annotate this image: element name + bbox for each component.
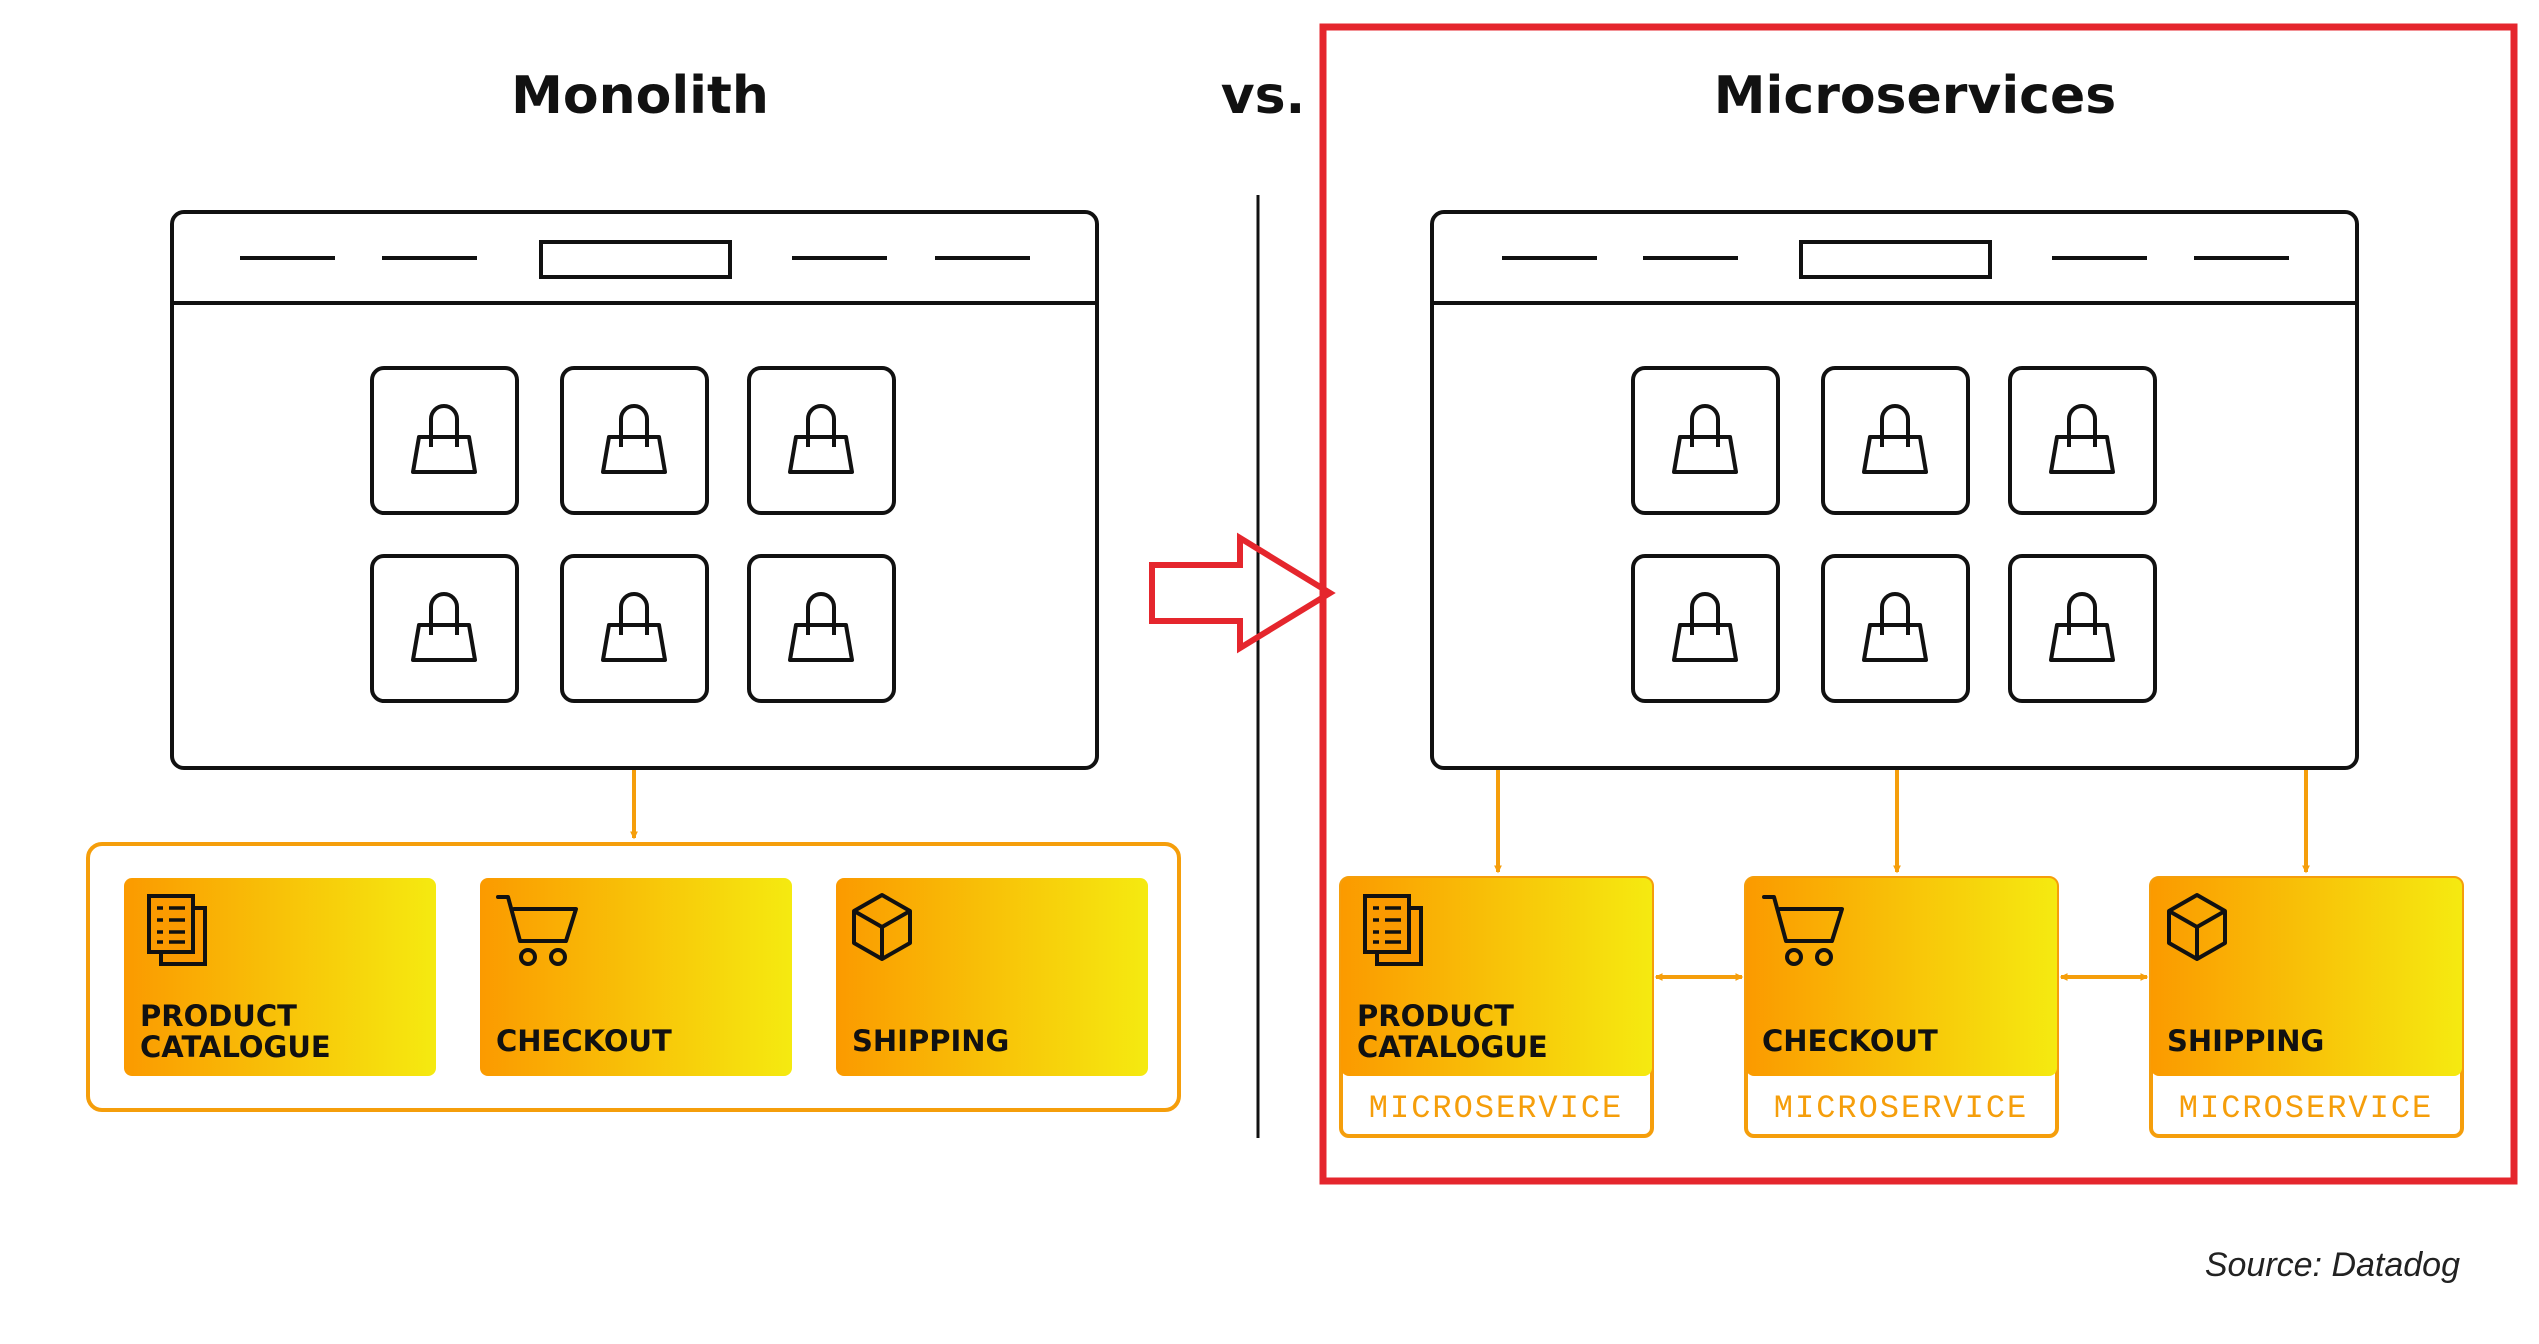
microservice-tag: MICROSERVICE	[2179, 1090, 2433, 1127]
monolith-service-checkout: CHECKOUT	[480, 878, 792, 1076]
product-tile	[2008, 554, 2157, 703]
catalogue-document-icon	[147, 894, 207, 966]
microservices-highlight-frame	[1319, 23, 2518, 1185]
product-tile	[1631, 366, 1780, 515]
monolith-product-grid	[370, 366, 896, 703]
service-label-line1: PRODUCT	[1357, 999, 1514, 1033]
service-label: SHIPPING	[2167, 1024, 2324, 1058]
microservice-checkout: CHECKOUT MICROSERVICE	[1744, 876, 2059, 1138]
product-tile	[560, 366, 709, 515]
microservice-tag: MICROSERVICE	[1774, 1090, 2028, 1127]
microservices-product-grid	[1631, 366, 2157, 703]
monolith-title: Monolith	[511, 66, 769, 126]
service-label-line2: CATALOGUE	[140, 1030, 331, 1064]
monolith-service-container	[86, 842, 1181, 1112]
product-tile	[370, 554, 519, 703]
product-tile	[747, 554, 896, 703]
service-label-line1: PRODUCT	[140, 999, 297, 1033]
microservice-tag: MICROSERVICE	[1369, 1090, 1623, 1127]
service-label: CHECKOUT	[1762, 1024, 1938, 1058]
product-tile	[2008, 366, 2157, 515]
product-tile	[1631, 554, 1780, 703]
product-tile	[747, 366, 896, 515]
product-tile	[560, 554, 709, 703]
service-label: CHECKOUT	[496, 1024, 672, 1058]
microservices-address-bar	[1799, 240, 1992, 279]
microservices-title: Microservices	[1714, 66, 2116, 126]
source-credit: Source: Datadog	[2205, 1246, 2460, 1284]
catalogue-document-icon	[1363, 894, 1423, 966]
monolith-address-bar	[539, 240, 732, 279]
product-tile	[1821, 366, 1970, 515]
microservice-shipping: SHIPPING MICROSERVICE	[2149, 876, 2464, 1138]
product-tile	[370, 366, 519, 515]
transition-arrow-icon	[1149, 532, 1336, 654]
service-label-line2: CATALOGUE	[1357, 1030, 1548, 1064]
vs-label: vs.	[1221, 66, 1306, 126]
product-tile	[1821, 554, 1970, 703]
monolith-service-product-catalogue: PRODUCT CATALOGUE	[124, 878, 436, 1076]
microservice-product-catalogue: PRODUCT CATALOGUE MICROSERVICE	[1339, 876, 1654, 1138]
service-label: SHIPPING	[852, 1024, 1009, 1058]
monolith-service-shipping: SHIPPING	[836, 878, 1148, 1076]
